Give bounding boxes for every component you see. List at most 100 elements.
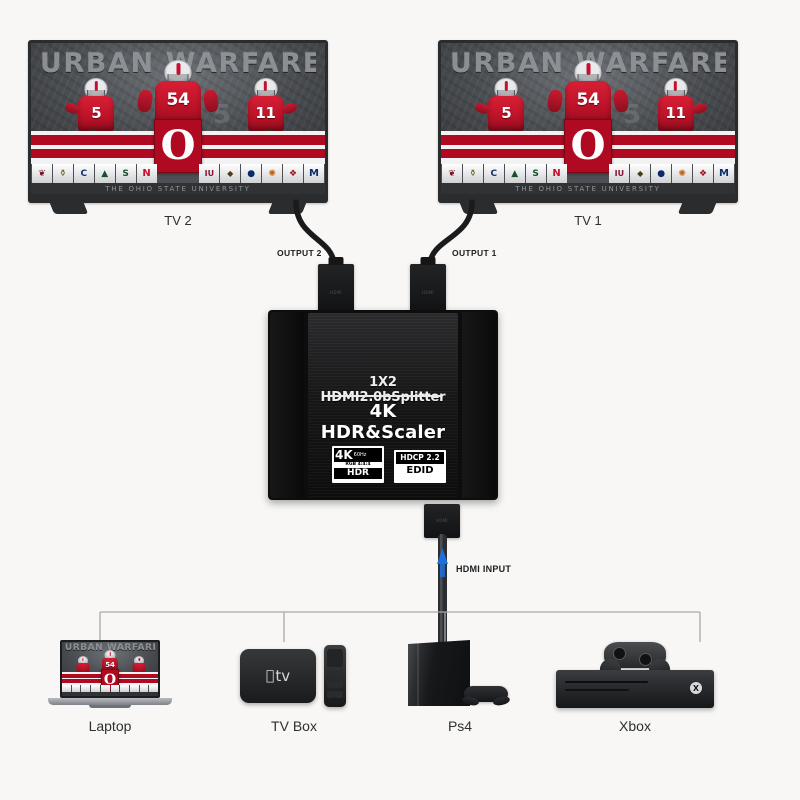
player-number: 54 <box>105 660 115 669</box>
left-stick[interactable] <box>613 647 626 660</box>
team-logo <box>158 164 178 184</box>
laptop-screen: URBAN WARFARE 54 <box>60 640 160 698</box>
team-logo <box>139 685 149 693</box>
apple-tv-text: tv <box>271 667 290 685</box>
team-logo <box>178 164 198 184</box>
tv-1: URBAN WARFARE 5 2 5 54 <box>438 40 738 228</box>
ohio-state-o-logo: O <box>154 118 202 173</box>
team-logo <box>568 164 588 184</box>
hdmi-splitter-device[interactable]: 1X2 HDMI2.0bSplitter 4K HDR&Scaler 4K 60… <box>268 310 498 500</box>
player-body <box>657 95 694 132</box>
remote-touchpad[interactable] <box>326 648 344 668</box>
splitter-model-text: 1X2 HDMI2.0bSplitter <box>320 375 446 405</box>
cable-output-2 <box>293 199 337 267</box>
player-number: 54 <box>576 89 600 110</box>
splitter-left-wing <box>270 312 304 498</box>
player-body <box>78 95 115 132</box>
remote-button[interactable] <box>326 680 335 688</box>
team-logo: ⚱ <box>52 163 73 184</box>
team-logo <box>81 685 91 693</box>
source-xbox[interactable]: X <box>556 642 714 708</box>
splitter-face-panel: 1X2 HDMI2.0bSplitter 4K HDR&Scaler 4K 60… <box>308 313 458 497</box>
source-ps4[interactable] <box>402 640 514 708</box>
team-logo: ◆ <box>220 163 241 184</box>
team-logo <box>100 685 110 693</box>
team-logo: S <box>115 163 136 184</box>
laptop-screen-headline: URBAN WARFARE <box>64 643 156 654</box>
vent-line <box>565 689 629 691</box>
xbox-power-icon[interactable]: X <box>690 682 702 694</box>
player-number: 11 <box>255 103 276 122</box>
xbox-logo-letter: X <box>692 683 700 693</box>
source-tv-box[interactable]:  tv <box>240 645 360 707</box>
laptop-base <box>48 698 172 705</box>
xbox-controller[interactable] <box>598 642 672 682</box>
team-logo <box>149 685 158 693</box>
input-arrow-tail <box>440 563 445 577</box>
ps4-controller[interactable] <box>464 686 508 702</box>
plug-tab <box>328 257 344 265</box>
apple-tv-icon:  tv <box>240 649 316 703</box>
player-right: 11 <box>233 77 299 153</box>
conference-logo-strip: ❦ ⚱ C ▲ S N IU ◆ ● ✺ ❖ M <box>31 163 325 184</box>
team-logo: C <box>483 163 504 184</box>
team-logo <box>110 685 120 693</box>
input-cable-highlight <box>440 534 443 650</box>
xbox-label: Xbox <box>619 718 651 734</box>
conference-logo-strip: ❦ ⚱ C ▲ S N IU ◆ ● ✺ ❖ M <box>441 163 735 184</box>
plug-tab <box>420 257 436 265</box>
player-number: 11 <box>665 103 686 122</box>
team-logo: ✺ <box>672 163 693 184</box>
remote-button[interactable] <box>335 680 344 688</box>
player-body <box>488 95 525 132</box>
remote-button[interactable] <box>326 690 335 698</box>
player-arm <box>546 88 564 113</box>
tv-1-label: TV 1 <box>574 213 602 228</box>
hdmi-plug-output-2: HDMI <box>318 257 354 312</box>
4k-badge: 4K 60Hz RGB 4:4:4 HDR <box>332 446 384 483</box>
player-right: 11 <box>643 77 709 153</box>
4k-hdr-text: HDR <box>334 468 382 479</box>
plug-marking: HDMI <box>422 290 434 295</box>
4k-chroma-text: RGB 4:4:4 <box>334 462 382 468</box>
team-logo: ▲ <box>504 163 525 184</box>
team-logo: C <box>73 163 94 184</box>
remote-button[interactable] <box>335 690 344 698</box>
right-stick[interactable] <box>639 653 652 666</box>
player-body <box>565 80 611 126</box>
player-body <box>155 80 201 126</box>
o-logo-letter: O <box>570 121 606 169</box>
laptop-logo-strip <box>62 685 158 693</box>
tv-2-label: TV 2 <box>164 213 192 228</box>
remote-button[interactable] <box>326 671 335 678</box>
source-laptop[interactable]: URBAN WARFARE 54 <box>48 640 172 710</box>
plug-marking: HDMI <box>436 518 448 523</box>
hdcp-version-text: HDCP 2.2 <box>396 452 444 464</box>
input-direction-arrow <box>437 548 448 564</box>
ps4-label: Ps4 <box>447 718 473 734</box>
4k-refresh-text: 60Hz <box>353 451 367 458</box>
remote-button[interactable] <box>335 671 344 678</box>
tv-2-frame: URBAN WARFARE 5 2 5 <box>28 40 328 203</box>
university-name: THE OHIO STATE UNIVERSITY <box>441 183 735 194</box>
source-bracket <box>99 611 701 642</box>
team-logo: N <box>136 163 157 184</box>
o-logo-letter: O <box>160 121 196 169</box>
team-logo <box>71 685 81 693</box>
team-logo <box>588 164 608 184</box>
player-left: 5 <box>473 77 539 153</box>
player-body <box>247 95 284 132</box>
apple-tv-remote[interactable] <box>324 645 346 707</box>
team-logo: ❖ <box>693 163 713 184</box>
ohio-state-o-logo: O <box>564 118 612 173</box>
laptop-university-name <box>62 692 158 696</box>
tv-box-label: TV Box <box>271 718 317 734</box>
team-logo: S <box>525 163 546 184</box>
apple-logo-icon:  <box>266 668 274 684</box>
playstation-icon <box>408 640 470 706</box>
splitter-right-wing <box>462 312 496 498</box>
4k-resolution-text: 4K <box>335 448 353 462</box>
team-logo <box>91 685 100 693</box>
team-logo: ❖ <box>283 163 303 184</box>
hdmi-plug-input: HDMI <box>424 504 460 538</box>
